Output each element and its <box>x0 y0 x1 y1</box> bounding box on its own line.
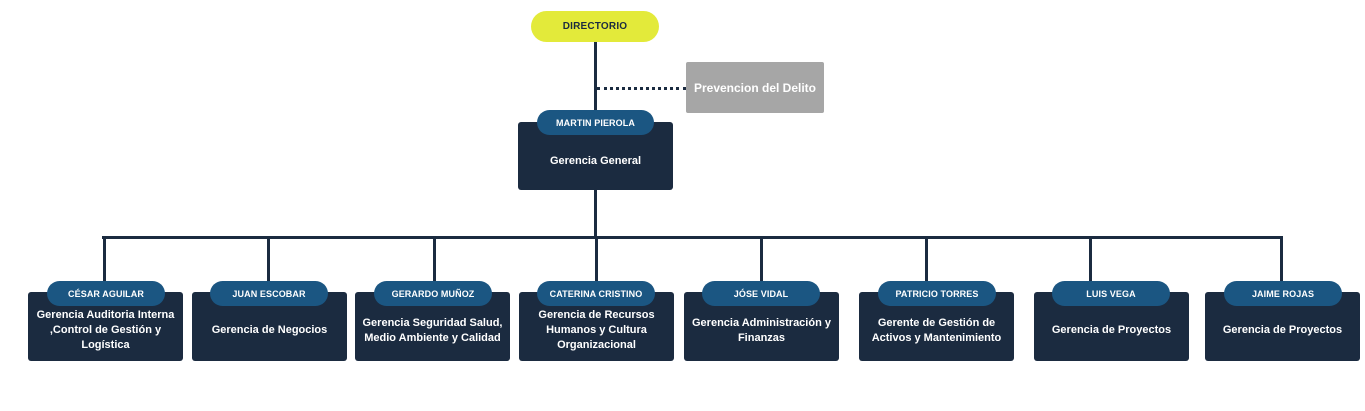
connector-horizontal-bus <box>102 236 1283 239</box>
connector-drop <box>925 237 928 283</box>
department-person: JAIME ROJAS <box>1224 281 1342 306</box>
department-role: Gerencia Seguridad Salud, Medio Ambiente… <box>362 316 503 344</box>
prevencion-delito-node: Prevencion del Delito <box>686 62 824 113</box>
department-person: JÓSE VIDAL <box>702 281 820 306</box>
department-role: Gerencia Auditoria Interna ,Control de G… <box>36 309 175 351</box>
connector-drop <box>1280 237 1283 283</box>
department-person: LUIS VEGA <box>1052 281 1170 306</box>
connector-drop <box>267 237 270 283</box>
department-person: CATERINA CRISTINO <box>537 281 655 306</box>
connector-prevencion-dotted <box>597 87 686 90</box>
connector-drop <box>103 237 106 283</box>
connector-drop <box>595 237 598 283</box>
department-person: GERARDO MUÑOZ <box>374 281 492 306</box>
department-role: Gerencia de Proyectos <box>1051 324 1172 336</box>
connector-drop <box>1089 237 1092 283</box>
department-role: Gerencia Administración y Finanzas <box>692 316 831 344</box>
gerencia-general-role: Gerencia General <box>549 154 642 167</box>
department-person: JUAN ESCOBAR <box>210 281 328 306</box>
gerencia-general-person: MARTIN PIEROLA <box>537 110 654 135</box>
connector-drop <box>760 237 763 283</box>
connector-drop <box>433 237 436 283</box>
department-person: PATRICIO TORRES <box>878 281 996 306</box>
connector-general-bus <box>594 190 597 237</box>
department-person: CÉSAR AGUILAR <box>47 281 165 306</box>
department-role: Gerencia de Proyectos <box>1222 324 1343 336</box>
department-role: Gerente de Gestión de Activos y Mantenim… <box>871 316 1002 344</box>
department-role: Gerencia de Negocios <box>211 324 328 336</box>
connector-directorio-general <box>594 42 597 122</box>
directorio-node: DIRECTORIO <box>531 11 659 42</box>
department-role: Gerencia de Recursos Humanos y Cultura O… <box>538 309 655 351</box>
